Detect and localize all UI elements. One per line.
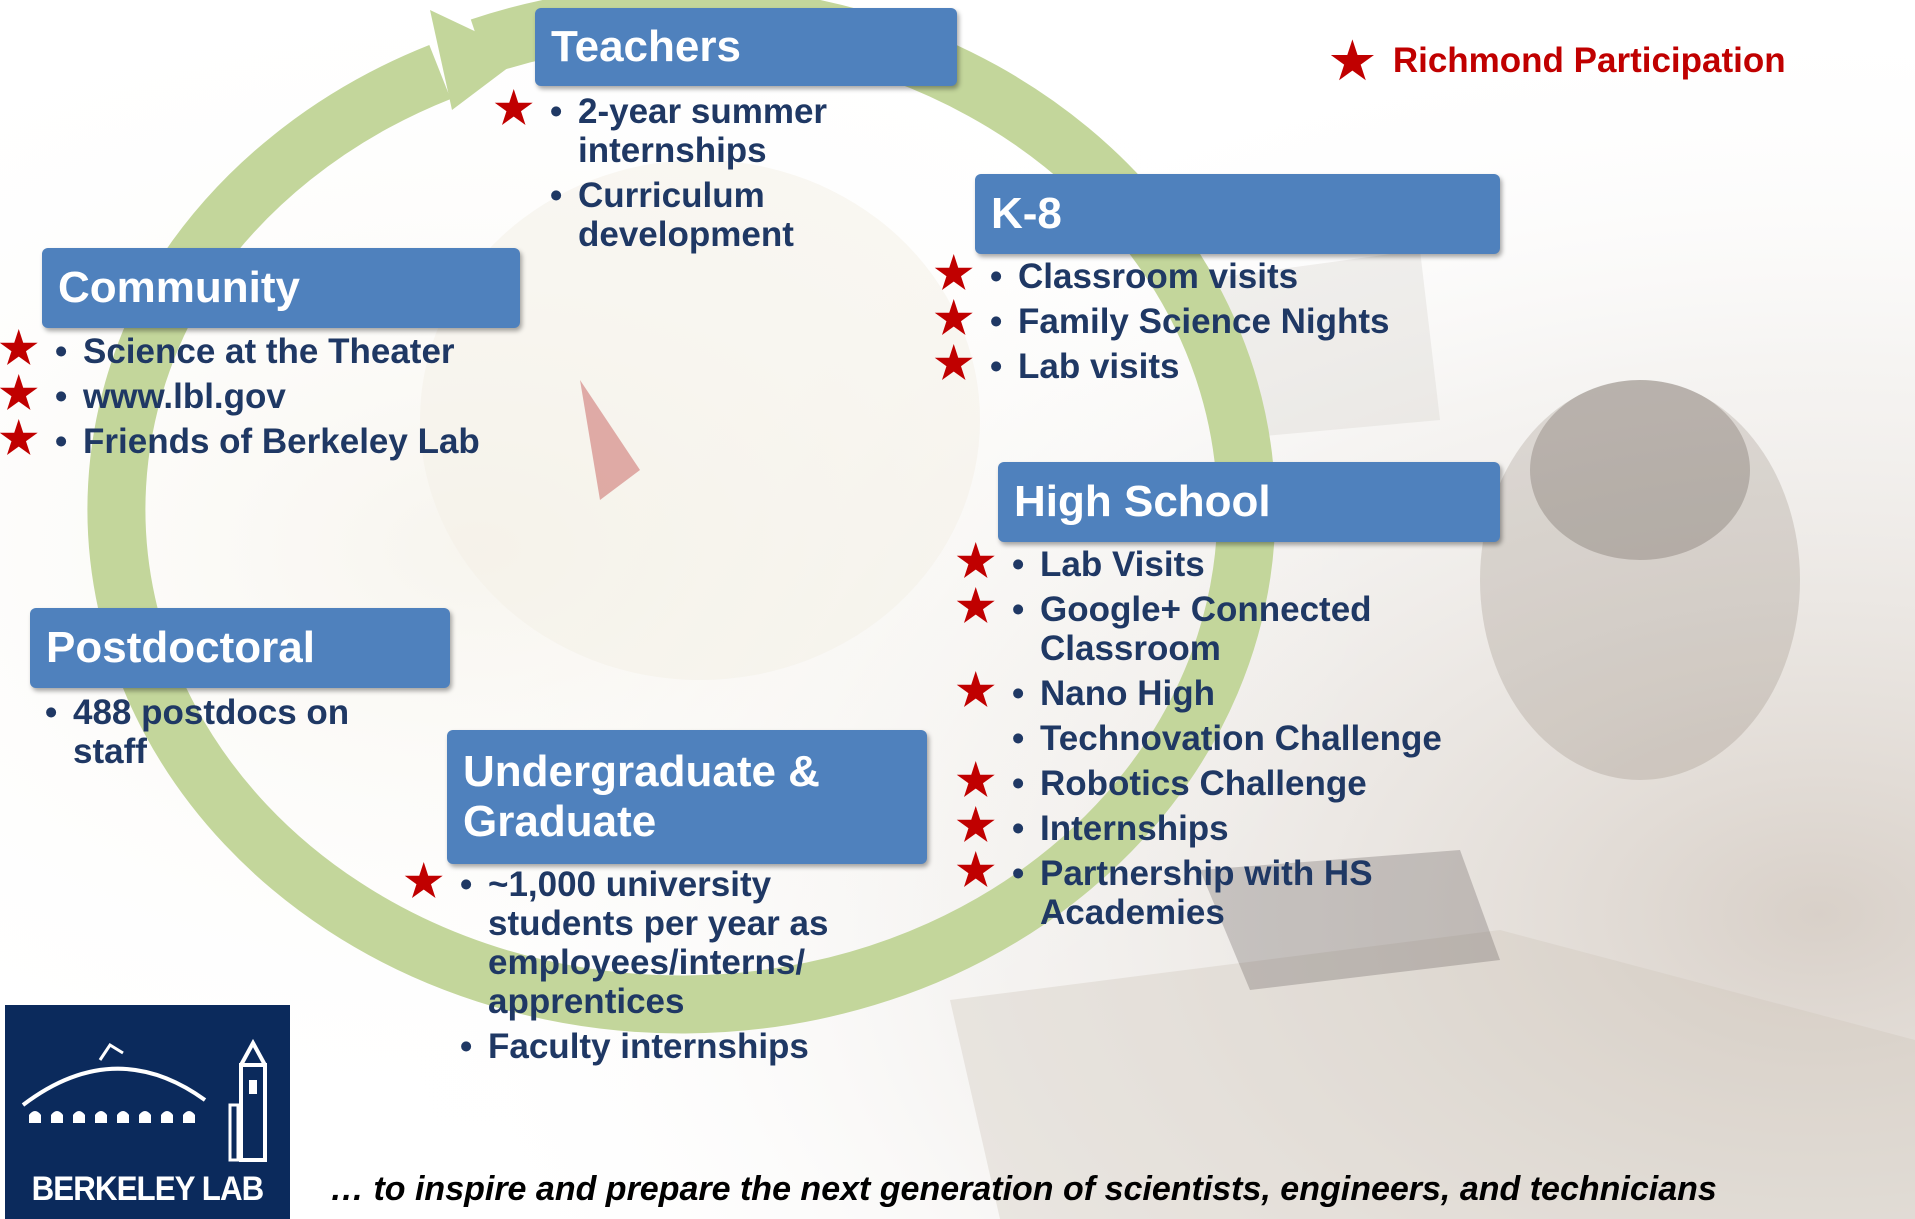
list-item: ★ • Family Science Nights	[934, 297, 1470, 342]
undergrad-title: Undergraduate & Graduate	[463, 747, 820, 846]
bullet-icon: •	[460, 1027, 473, 1066]
logo-text: BERKELEY LAB	[31, 1170, 265, 1208]
bullet-icon: •	[550, 92, 563, 131]
undergrad-box: Undergraduate & Graduate	[447, 730, 927, 864]
star-icon: ★	[0, 414, 39, 463]
item-text: Partnership with HS Academies	[1040, 854, 1373, 932]
star-icon: ★	[956, 666, 996, 715]
k8-box: K-8	[975, 174, 1500, 254]
star-icon: ★	[0, 324, 39, 373]
item-text: www.lbl.gov	[83, 377, 286, 416]
list-item: ★ • ~1,000 university students per year …	[404, 860, 880, 1022]
item-text: Faculty internships	[488, 1027, 809, 1066]
item-text: Technovation Challenge	[1040, 719, 1442, 758]
bullet-icon: •	[55, 422, 68, 461]
item-text: ~1,000 university students per year as e…	[488, 865, 829, 1021]
community-title: Community	[58, 263, 300, 312]
star-icon: ★	[404, 857, 444, 906]
item-text: 2-year summer internships	[578, 92, 828, 170]
list-item: • 488 postdocs on staff	[45, 693, 375, 771]
cycle-arrowhead	[430, 10, 525, 110]
undergrad-list: ★ • ~1,000 university students per year …	[404, 860, 880, 1072]
list-item: ★ • Lab visits	[934, 342, 1470, 387]
bullet-icon: •	[990, 257, 1003, 296]
high-school-box: High School	[998, 462, 1500, 542]
item-text: Nano High	[1040, 674, 1215, 713]
star-icon: ★	[956, 582, 996, 631]
star-icon: ★	[934, 339, 974, 388]
list-item: ★ • 2-year summer internships	[494, 87, 910, 171]
teachers-list: ★ • 2-year summer internships • Curricul…	[494, 87, 910, 260]
item-text: Classroom visits	[1018, 257, 1299, 296]
star-icon: ★	[0, 369, 39, 418]
star-icon: ★	[956, 846, 996, 895]
teachers-box: Teachers	[535, 8, 957, 86]
list-item: ★ • Nano High	[956, 669, 1482, 714]
postdoctoral-list: • 488 postdocs on staff	[45, 693, 375, 777]
tagline: … to inspire and prepare the next genera…	[330, 1170, 1717, 1208]
legend-label: Richmond Participation	[1392, 41, 1786, 80]
item-text: Robotics Challenge	[1040, 764, 1367, 803]
bullet-icon: •	[990, 302, 1003, 341]
postdoctoral-box: Postdoctoral	[30, 608, 450, 688]
bullet-icon: •	[1012, 764, 1025, 803]
item-text: Internships	[1040, 809, 1229, 848]
star-icon: ★	[934, 249, 974, 298]
community-list: ★ • Science at the Theater ★ • www.lbl.g…	[0, 327, 485, 467]
lab-building-icon	[21, 1038, 267, 1162]
star-icon: ★	[494, 84, 534, 133]
list-item: ★ • Robotics Challenge	[956, 759, 1482, 804]
item-text: Google+ Connected Classroom	[1040, 590, 1372, 668]
bullet-icon: •	[1012, 854, 1025, 893]
high-school-list: ★ • Lab Visits ★ • Google+ Connected Cla…	[956, 540, 1482, 938]
bullet-icon: •	[460, 865, 473, 904]
bullet-icon: •	[550, 176, 563, 215]
list-item: ★ • Lab Visits	[956, 540, 1482, 585]
list-item: ★ • www.lbl.gov	[0, 372, 485, 417]
star-icon: ★	[956, 801, 996, 850]
k8-title: K-8	[991, 189, 1062, 238]
k8-list: ★ • Classroom visits ★ • Family Science …	[934, 252, 1470, 392]
item-text: Friends of Berkeley Lab	[83, 422, 480, 461]
item-text: 488 postdocs on staff	[73, 693, 350, 771]
list-item: ★ • Partnership with HS Academies	[956, 849, 1482, 933]
bullet-icon: •	[1012, 809, 1025, 848]
bullet-icon: •	[45, 693, 58, 732]
list-item: ★ • Google+ Connected Classroom	[956, 585, 1482, 669]
postdoctoral-title: Postdoctoral	[46, 623, 315, 672]
bullet-icon: •	[1012, 719, 1025, 758]
item-text: Lab Visits	[1040, 545, 1205, 584]
list-item: ★ • Internships	[956, 804, 1482, 849]
item-text: Curriculum development	[578, 176, 794, 254]
list-item: ★ • Science at the Theater	[0, 327, 485, 372]
list-item: ★ • Classroom visits	[934, 252, 1470, 297]
bullet-icon: •	[55, 332, 68, 371]
bullet-icon: •	[1012, 545, 1025, 584]
item-text: Lab visits	[1018, 347, 1180, 386]
star-icon: ★	[1330, 33, 1375, 89]
high-school-title: High School	[1014, 477, 1271, 526]
list-item: • Curriculum development	[550, 176, 910, 254]
community-box: Community	[42, 248, 520, 328]
item-text: Family Science Nights	[1018, 302, 1390, 341]
bullet-icon: •	[1012, 590, 1025, 629]
berkeley-lab-logo: BERKELEY LAB	[5, 1005, 290, 1219]
list-item: ★ • Friends of Berkeley Lab	[0, 417, 485, 462]
list-item: • Technovation Challenge	[1012, 719, 1482, 758]
teachers-title: Teachers	[551, 22, 741, 71]
list-item: • Faculty internships	[460, 1027, 880, 1066]
item-text: Science at the Theater	[83, 332, 455, 371]
bullet-icon: •	[55, 377, 68, 416]
legend: ★ Richmond Participation	[1330, 36, 1786, 86]
star-icon: ★	[956, 537, 996, 586]
bullet-icon: •	[1012, 674, 1025, 713]
star-icon: ★	[956, 756, 996, 805]
star-icon: ★	[934, 294, 974, 343]
bullet-icon: •	[990, 347, 1003, 386]
